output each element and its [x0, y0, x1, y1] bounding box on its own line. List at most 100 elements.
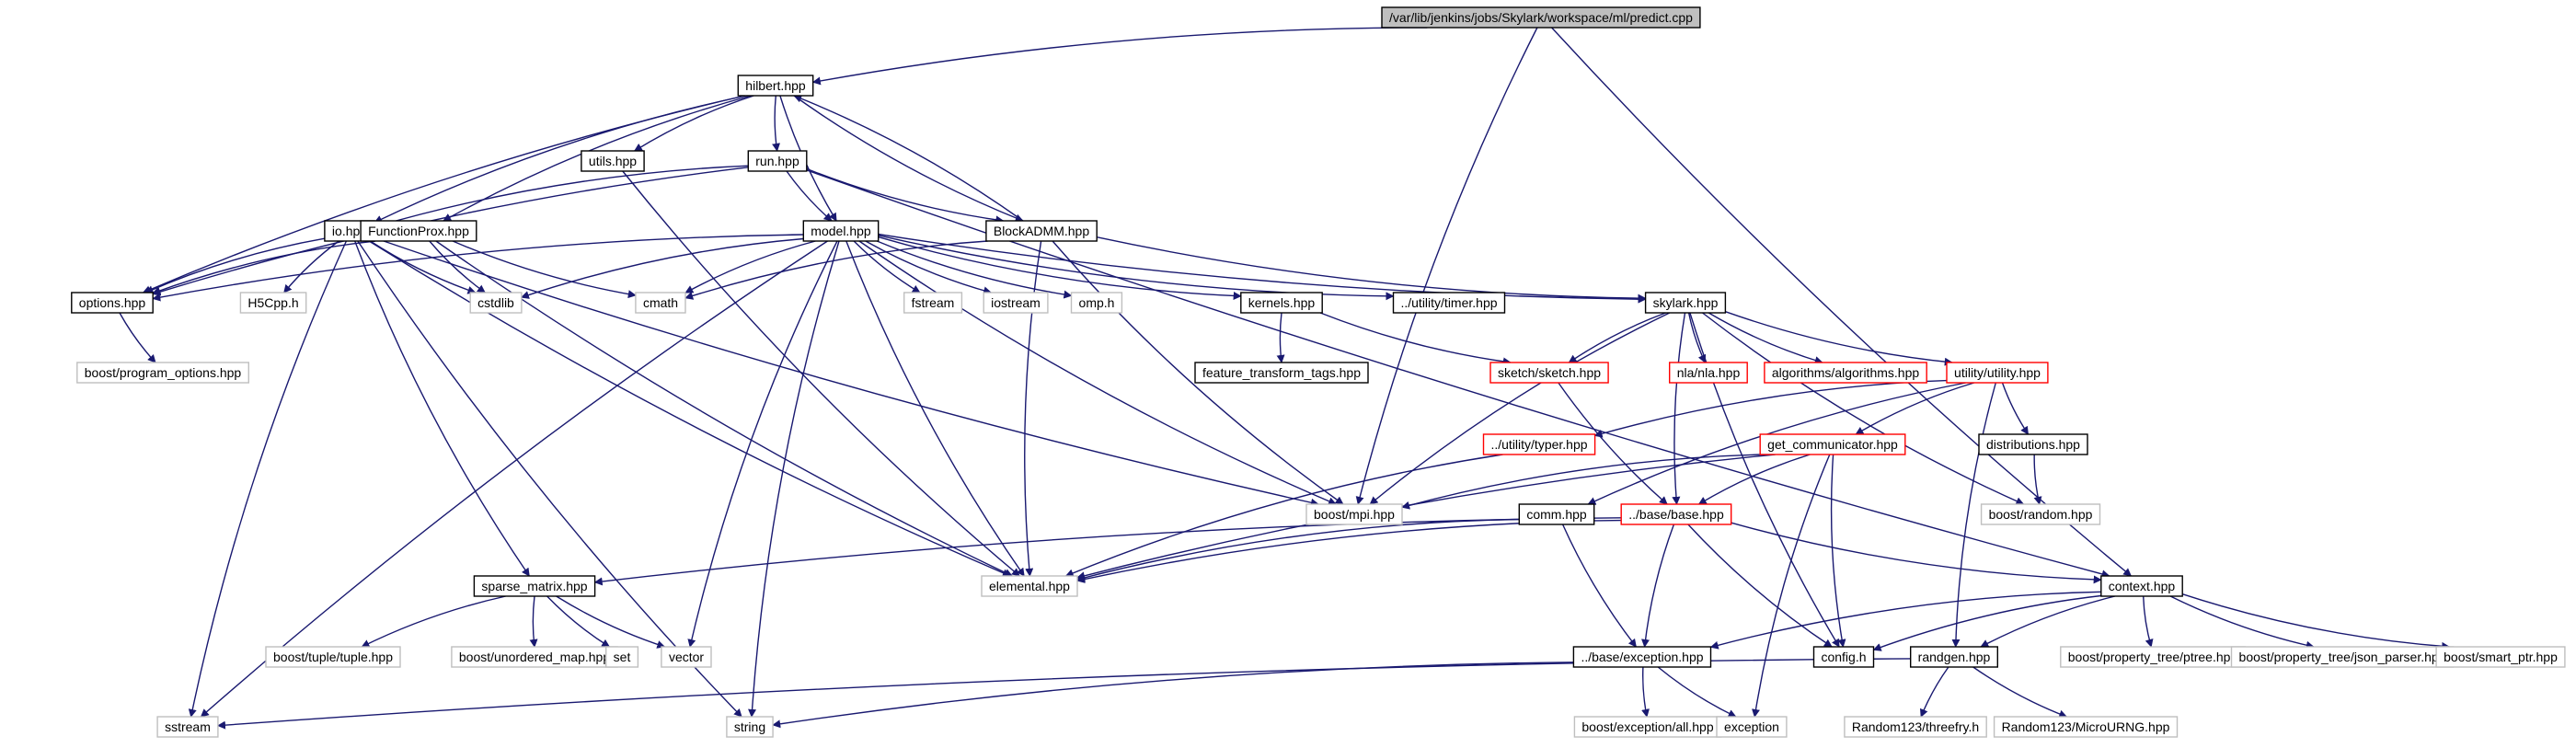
edge-model-to-timer [878, 235, 1395, 301]
node-distributions[interactable]: distributions.hpp [1978, 433, 2088, 455]
edge-context-to-ptree [2143, 595, 2154, 648]
node-timer[interactable]: ../utility/timer.hpp [1392, 292, 1506, 314]
node-h5cpp[interactable]: H5Cpp.h [239, 292, 307, 314]
edge-skylark-to-utility [1725, 311, 1953, 366]
node-set[interactable]: set [605, 646, 639, 668]
edge-skylark-to-nla [1687, 312, 1707, 363]
node-box [360, 220, 477, 242]
node-excall[interactable]: boost/exception/all.hpp [1573, 716, 1722, 738]
node-label: sketch/sketch.hpp [1498, 365, 1601, 380]
node-utility[interactable]: utility/utility.hpp [1946, 362, 2049, 384]
node-tuple[interactable]: boost/tuple/tuple.hpp [265, 646, 401, 668]
node-box [903, 292, 963, 314]
node-sstream[interactable]: sstream [156, 716, 219, 738]
node-label: utils.hpp [589, 154, 637, 168]
node-comm[interactable]: comm.hpp [1518, 503, 1595, 525]
node-box [747, 150, 808, 172]
node-box [983, 292, 1049, 314]
node-box [1764, 362, 1927, 384]
node-label: config.h [1821, 650, 1866, 664]
node-randgen[interactable]: randgen.hpp [1909, 646, 1998, 668]
node-label: H5Cpp.h [247, 295, 298, 310]
node-cmath[interactable]: cmath [635, 292, 686, 314]
edge-sparse-to-tuple [361, 595, 506, 648]
node-box [473, 575, 596, 597]
node-exceptionhpp[interactable]: ../base/exception.hpp [1572, 646, 1712, 668]
node-label: boost/random.hpp [1989, 507, 2093, 522]
node-label: boost/property_tree/json_parser.hpp [2239, 650, 2446, 664]
node-mpi[interactable]: boost/mpi.hpp [1305, 503, 1403, 525]
node-label: FunctionProx.hpp [368, 224, 469, 238]
node-label: string [734, 719, 765, 734]
node-fstream[interactable]: fstream [903, 292, 963, 314]
edge-io-to-mpi [374, 236, 1319, 507]
node-kernels[interactable]: kernels.hpp [1240, 292, 1323, 314]
node-model[interactable]: model.hpp [802, 220, 880, 242]
node-jsonparser[interactable]: boost/property_tree/json_parser.hpp [2230, 646, 2455, 668]
node-context[interactable]: context.hpp [2100, 575, 2183, 597]
edge-kernels-to-sketch [1319, 312, 1512, 366]
node-functionprox[interactable]: FunctionProx.hpp [360, 220, 477, 242]
node-box [1518, 503, 1595, 525]
node-threefry[interactable]: Random123/threefry.h [1844, 716, 1987, 738]
node-predict[interactable]: /var/lib/jenkins/jobs/Skylark/workspace/… [1381, 6, 1701, 29]
node-label: io.hpp [332, 224, 367, 238]
edge-exceptionhpp-to-excall [1641, 666, 1650, 718]
edge-context-to-exceptionhpp [1709, 591, 2101, 650]
node-smartptr[interactable]: boost/smart_ptr.hpp [2435, 646, 2566, 668]
edge-exceptionhpp-to-exception [1657, 666, 1737, 718]
node-options[interactable]: options.hpp [71, 292, 154, 314]
node-label: skylark.hpp [1653, 295, 1719, 310]
node-getcomm[interactable]: get_communicator.hpp [1759, 433, 1906, 455]
node-box [1946, 362, 2049, 384]
node-config[interactable]: config.h [1812, 646, 1875, 668]
node-progopts[interactable]: boost/program_options.hpp [76, 362, 250, 384]
node-sketch[interactable]: sketch/sketch.hpp [1489, 362, 1609, 384]
node-box [1812, 646, 1875, 668]
node-label: ../utility/timer.hpp [1400, 295, 1497, 310]
node-utils[interactable]: utils.hpp [581, 150, 645, 172]
edge-functionprox-to-cstdlib [429, 240, 486, 293]
node-blockadmm[interactable]: BlockADMM.hpp [985, 220, 1098, 242]
node-label: distributions.hpp [1986, 437, 2080, 452]
node-label: iostream [991, 295, 1041, 310]
node-algorithms[interactable]: algorithms/algorithms.hpp [1764, 362, 1927, 384]
node-box [605, 646, 639, 668]
node-hilbert[interactable]: hilbert.hpp [737, 75, 814, 97]
node-label: elemental.hpp [989, 579, 1070, 593]
node-sparse[interactable]: sparse_matrix.hpp [473, 575, 596, 597]
node-box [1978, 433, 2088, 455]
node-vector[interactable]: vector [661, 646, 712, 668]
node-exception[interactable]: exception [1716, 716, 1788, 738]
node-base[interactable]: ../base/base.hpp [1620, 503, 1732, 525]
node-box [1759, 433, 1906, 455]
node-iostream[interactable]: iostream [983, 292, 1049, 314]
edge-model-to-kernels [878, 236, 1242, 300]
edge-sparse-to-vector [556, 595, 666, 649]
node-run[interactable]: run.hpp [747, 150, 808, 172]
edge-comm-to-exceptionhpp [1561, 524, 1637, 648]
node-label: comm.hpp [1526, 507, 1587, 522]
node-elemental[interactable]: elemental.hpp [981, 575, 1078, 597]
node-fttags[interactable]: feature_transform_tags.hpp [1194, 362, 1369, 384]
edge-blockadmm-to-skylark [1096, 236, 1647, 303]
edge-base-to-context [1731, 522, 2102, 584]
node-ptree[interactable]: boost/property_tree/ptree.hpp [2060, 646, 2247, 668]
node-random[interactable]: boost/random.hpp [1980, 503, 2101, 525]
node-label: context.hpp [2109, 579, 2176, 593]
node-microurng[interactable]: Random123/MicroURNG.hpp [1993, 716, 2179, 738]
node-typer[interactable]: ../utility/typer.hpp [1482, 433, 1596, 455]
edge-context-to-smartptr [2181, 593, 2451, 650]
node-omph[interactable]: omp.h [1070, 292, 1123, 314]
edge-context-to-randgen [1980, 595, 2116, 648]
edge-utils-to-elemental [622, 170, 1020, 577]
node-box [581, 150, 645, 172]
node-string[interactable]: string [726, 716, 774, 738]
node-umap[interactable]: boost/unordered_map.hpp [451, 646, 618, 668]
node-label: randgen.hpp [1918, 650, 1991, 664]
node-box [1305, 503, 1403, 525]
edge-predict-to-hilbert [811, 27, 1428, 86]
node-cstdlib[interactable]: cstdlib [469, 292, 523, 314]
node-skylark[interactable]: skylark.hpp [1644, 292, 1727, 314]
node-nla[interactable]: nla/nla.hpp [1668, 362, 1748, 384]
